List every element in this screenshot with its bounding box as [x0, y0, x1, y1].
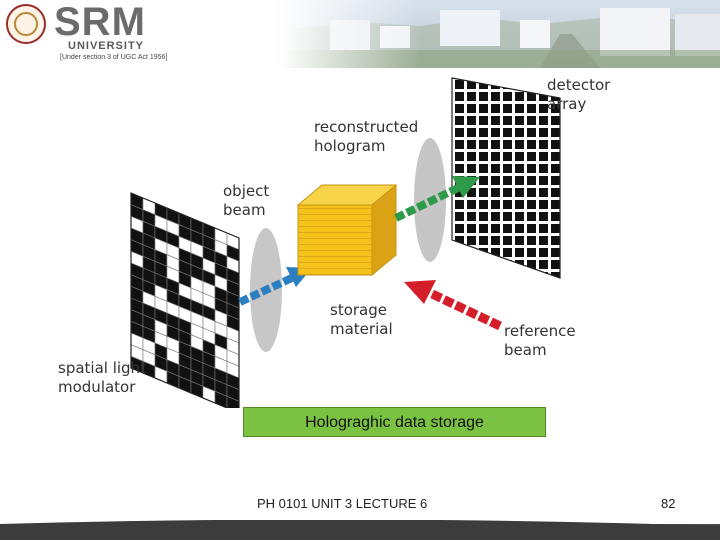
detector-array-label: detector array	[547, 76, 610, 114]
reference-beam-arrow	[404, 280, 500, 326]
storage-material-cube	[298, 185, 396, 275]
object-beam-label: object beam	[223, 182, 269, 220]
logo-wordmark: SRM	[54, 0, 146, 44]
reference-beam-label: reference beam	[504, 322, 576, 360]
logo-subtitle: UNIVERSITY	[68, 40, 144, 52]
storage-material-label: storage material	[330, 301, 393, 339]
footer-course-info: PH 0101 UNIT 3 LECTURE 6	[257, 496, 427, 511]
spatial-light-modulator	[131, 193, 239, 408]
page-number: 82	[661, 496, 675, 511]
figure-caption: Holograghic data storage	[243, 407, 546, 437]
spatial-light-modulator-label: spatial light modulator	[58, 359, 146, 397]
university-seal-icon	[6, 4, 46, 44]
footer-bar	[0, 520, 720, 540]
reconstructed-hologram-label: reconstructed hologram	[314, 118, 418, 156]
header-banner: SRM UNIVERSITY [Under section 3 of UGC A…	[0, 0, 720, 68]
logo-note: [Under section 3 of UGC Act 1956]	[60, 54, 167, 61]
